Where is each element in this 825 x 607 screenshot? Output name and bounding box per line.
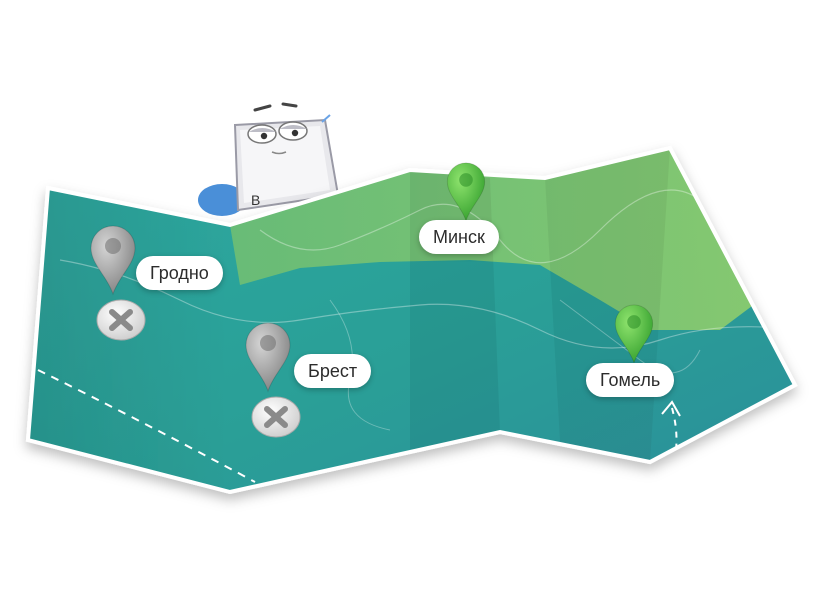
- map-pin-gomel[interactable]: [614, 304, 654, 365]
- crossed-out-icon: [251, 396, 301, 438]
- map-pin-minsk[interactable]: [446, 162, 486, 223]
- city-label-grodno[interactable]: Гродно: [136, 256, 223, 290]
- folded-map: [25, 145, 798, 495]
- map-pin-grodno[interactable]: [90, 225, 136, 296]
- map-pin-brest[interactable]: [245, 322, 291, 393]
- mascot-card-letter: В: [251, 192, 260, 208]
- mascot-character: [198, 102, 340, 216]
- city-label-brest[interactable]: Брест: [294, 354, 372, 388]
- city-label-gomel[interactable]: Гомель: [586, 363, 675, 397]
- city-label-minsk[interactable]: Минск: [419, 220, 499, 254]
- crossed-out-icon: [96, 299, 146, 341]
